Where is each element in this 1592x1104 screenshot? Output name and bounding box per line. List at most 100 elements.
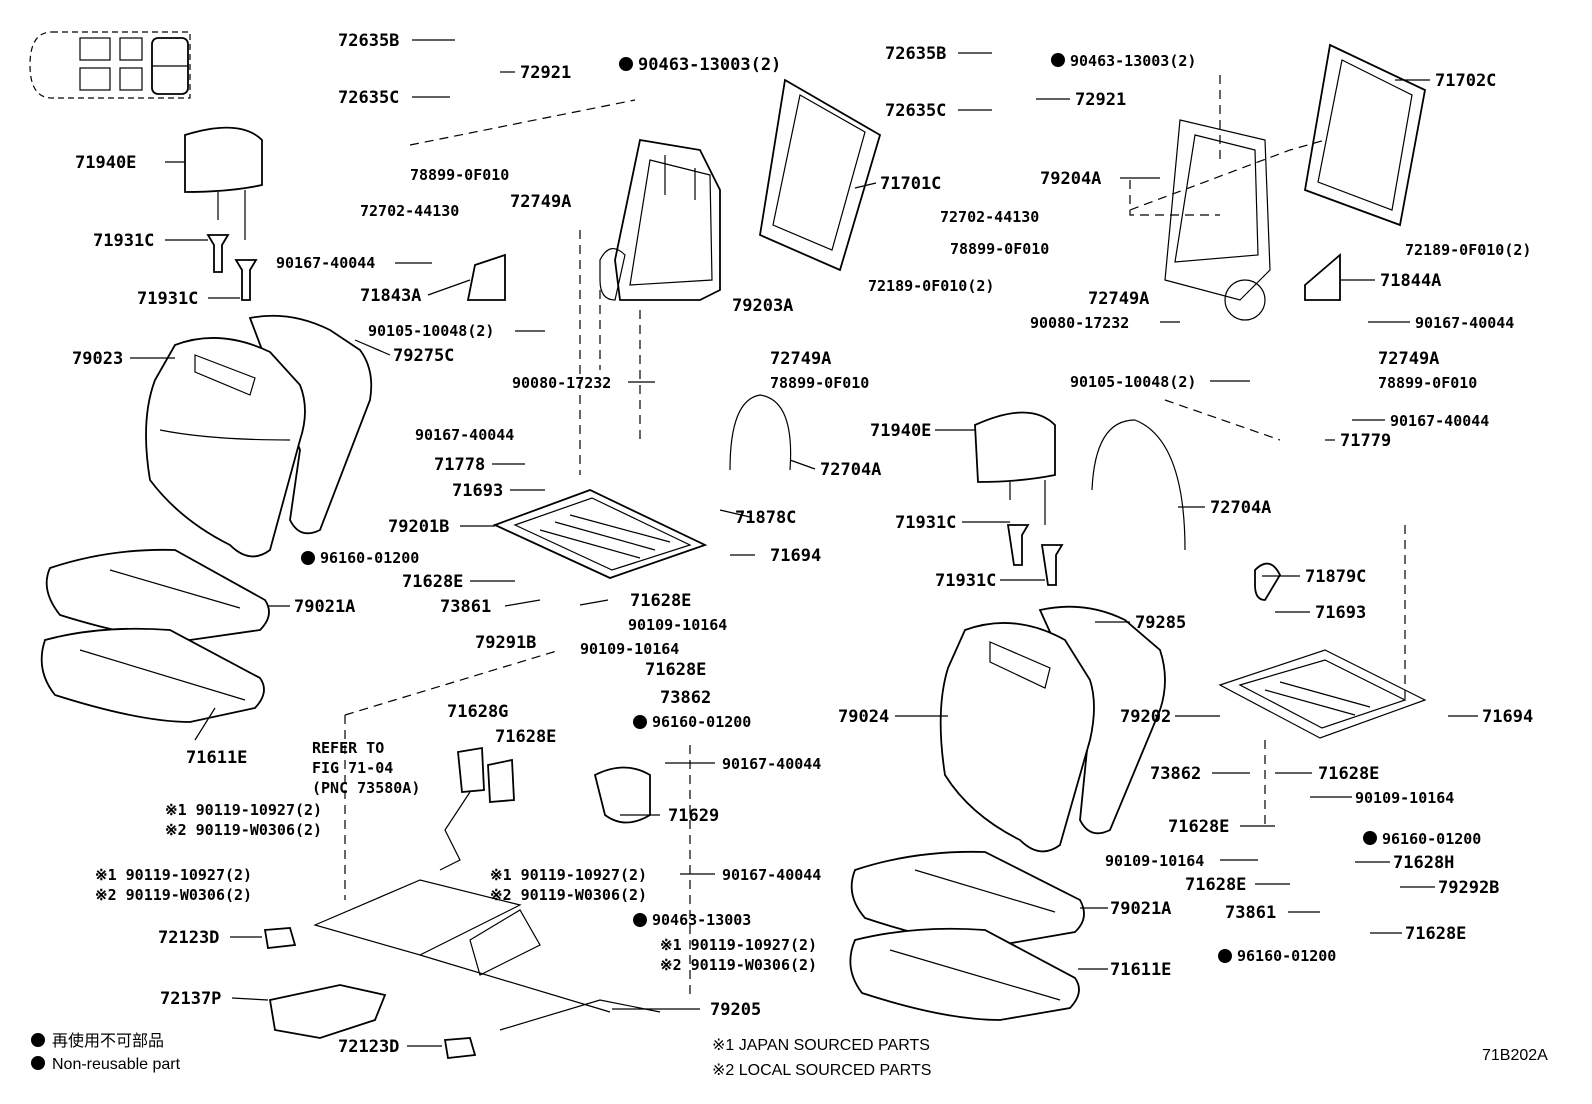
seatback-frame-right [1164,119,1271,321]
part-label: 79204A [1040,169,1101,189]
part-label: 73861 [440,597,491,617]
headrest-left [184,126,263,240]
bracket-71843A [466,253,506,301]
seatback-cover-right [939,605,1166,853]
part-label: 79205 [710,1000,761,1020]
seat-cushion-frame-left [492,489,708,579]
part-label: 90109-10164 [1355,789,1454,807]
part-label: 71931C [93,231,154,251]
part-label: 73862 [1150,764,1201,784]
seatback-frame-left [599,138,721,301]
assembly-lines [344,75,1406,1000]
part-label: 72635B [885,44,946,64]
part-label: ※1 90119-10927(2) [95,866,252,884]
part-label: 71694 [770,546,821,566]
part-label: 90109-10164 [1105,852,1204,870]
seat-cushion-frame-right [1218,649,1427,739]
note-local: ※2 LOCAL SOURCED PARTS [712,1062,931,1079]
part-label: 90109-10164 [580,640,679,658]
part-label: 72635C [885,101,946,121]
part-label: ※2 90119-W0306(2) [165,821,322,839]
part-label: 79202 [1120,707,1171,727]
seat-track-left [313,879,661,1031]
part-label: 79024 [838,707,889,727]
part-label: 90167-40044 [1390,412,1489,430]
part-label: 71628E [1168,817,1229,837]
part-label: 71931C [895,513,956,533]
back-board-left [759,78,882,272]
part-label: 71628E [645,660,706,680]
part-label: 71693 [1315,603,1366,623]
part-label: 71940E [870,421,931,441]
part-label: 72189-0F010(2) [868,277,994,295]
part-label: 90080-17232 [512,374,611,392]
part-label: 72137P [160,989,221,1009]
part-label: 71879C [1305,567,1366,587]
part-label: 72921 [1075,90,1126,110]
part-label: 72921 [520,63,571,83]
vehicle-location-icon [29,31,191,99]
headrest-guides-right [1006,524,1064,586]
part-label: 96160-01200 [1237,947,1336,965]
part-label: 71931C [137,289,198,309]
note-japan: ※1 JAPAN SOURCED PARTS [712,1037,930,1054]
diagram-id: 71B202A [1482,1047,1548,1064]
part-label: 90109-10164 [628,616,727,634]
label-leaders [130,39,1478,1047]
part-label: 72704A [1210,498,1271,518]
part-label: 96160-01200 [320,549,419,567]
refer-line1: REFER TO [312,739,384,757]
part-label: 79021A [294,597,355,617]
legend-en: Non-reusable part [52,1056,181,1073]
part-label: 72702-44130 [940,208,1039,226]
part-label: 71701C [880,174,941,194]
part-label: ※1 90119-10927(2) [490,866,647,884]
part-label: 72704A [820,460,881,480]
cover-71629 [593,766,651,824]
part-label: 71693 [452,481,503,501]
non-reusable-markers [31,53,1377,1070]
part-label: 96160-01200 [1382,830,1481,848]
part-label: 71702C [1435,71,1496,91]
part-label: 79023 [72,349,123,369]
part-label: 71778 [434,455,485,475]
cable-72704A-left [729,394,792,471]
part-label: 71629 [668,806,719,826]
part-label: 90167-40044 [722,755,821,773]
part-label: 90105-10048(2) [1070,373,1196,391]
part-label: 72123D [338,1037,399,1057]
cushion-cover-right [850,850,1085,946]
part-label: ※2 90119-W0306(2) [95,886,252,904]
part-label: 79285 [1135,613,1186,633]
part-label: 71628E [1405,924,1466,944]
cover-71879C [1254,562,1282,601]
part-label: 73862 [660,688,711,708]
part-label: 78899-0F010 [410,166,509,184]
seat-belt-buckle [439,746,515,871]
legend: 再使用不可部品 Non-reusable part ※1 JAPAN SOURC… [52,1032,1548,1079]
part-label: 79201B [388,517,449,537]
part-label: ※2 90119-W0306(2) [660,956,817,974]
part-label: 90167-40044 [722,866,821,884]
part-label: 72749A [1378,349,1439,369]
part-label: 78899-0F010 [770,374,869,392]
part-label: 79275C [393,346,454,366]
part-label: 79021A [1110,899,1171,919]
cap-72123D-bottom [443,1037,477,1059]
refer-line2: FIG 71-04 [312,759,393,777]
seatback-cover-left [145,314,373,558]
part-label: ※1 90119-10927(2) [660,936,817,954]
part-label: 90105-10048(2) [368,322,494,340]
part-label: 79203A [732,296,793,316]
part-label: 72749A [770,349,831,369]
headrest-right [974,411,1056,525]
part-label: 72702-44130 [360,202,459,220]
part-label: 71628E [1185,875,1246,895]
part-label: 72749A [1088,289,1149,309]
cap-72123D-top [263,927,297,949]
part-label: 71694 [1482,707,1533,727]
part-label: 78899-0F010 [1378,374,1477,392]
part-label: 71628G [447,702,508,722]
